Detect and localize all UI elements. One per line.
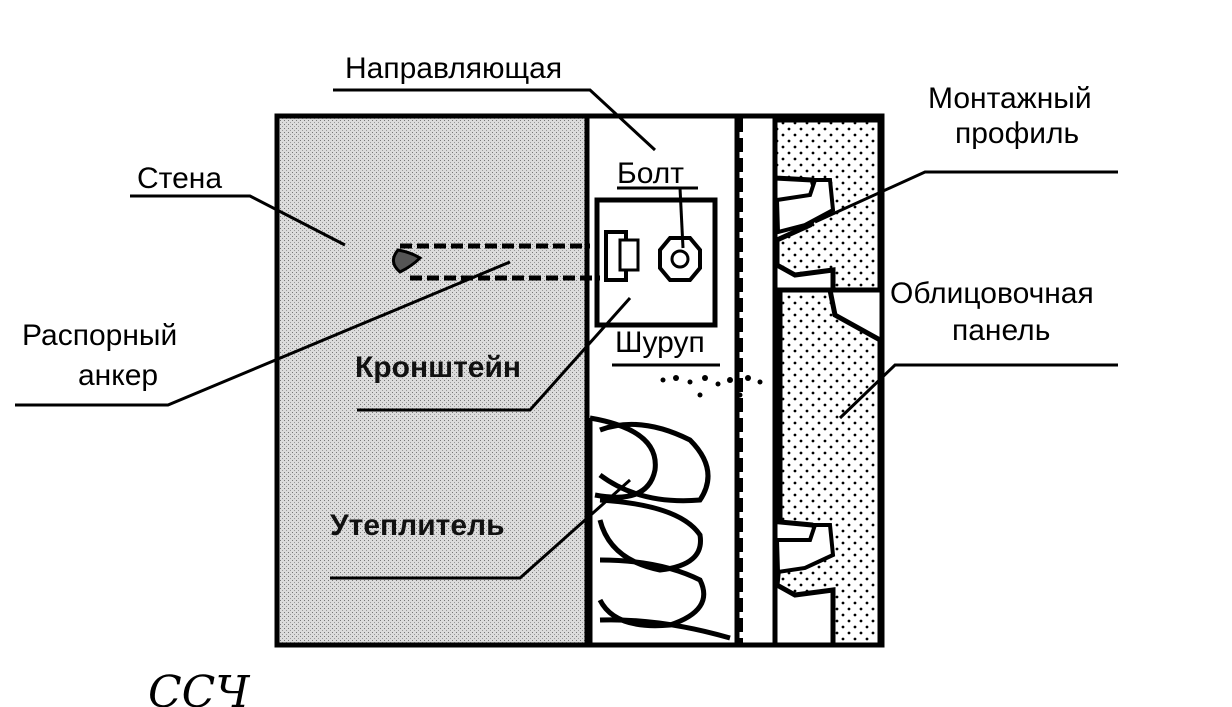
cladding-panel-bottom [774, 287, 883, 648]
label-bolt: Болт [617, 157, 684, 190]
anchor-tip-icon [392, 248, 423, 274]
leader-guide [333, 88, 657, 152]
bolt-shaft [678, 187, 685, 249]
label-mounting-profile-1: Монтажный [928, 82, 1092, 115]
leader-expansion-anchor [15, 260, 511, 407]
label-expansion-anchor-1: Распорный [22, 319, 177, 352]
label-wall: Стена [137, 162, 222, 195]
mounting-profile-hook-bottom [774, 523, 836, 575]
label-guide: Направляющая [345, 52, 562, 85]
label-bracket: Кронштейн [355, 351, 521, 384]
leader-mounting-profile [814, 170, 1118, 224]
insulation-batts [587, 415, 731, 645]
leader-wall [130, 194, 346, 247]
label-insulation: Утеплитель [330, 509, 505, 542]
leader-bracket [357, 297, 632, 412]
screw-marks [660, 375, 763, 398]
handwritten-note: ССЧ [148, 667, 250, 707]
leader-insulation [330, 478, 631, 580]
label-mounting-profile-2: профиль [955, 117, 1079, 150]
label-cladding-panel-2: панель [952, 314, 1050, 347]
screw-nut-icon [618, 238, 640, 272]
wall-block [274, 113, 590, 648]
label-cladding-panel-1: Облицовочная [890, 277, 1094, 310]
leader-cladding-panel [838, 363, 1118, 420]
bolt-center-icon [670, 249, 690, 269]
label-screw: Шуруп [615, 326, 705, 359]
mounting-profile-hook-top [774, 178, 836, 235]
label-expansion-anchor-2: анкер [78, 359, 158, 392]
